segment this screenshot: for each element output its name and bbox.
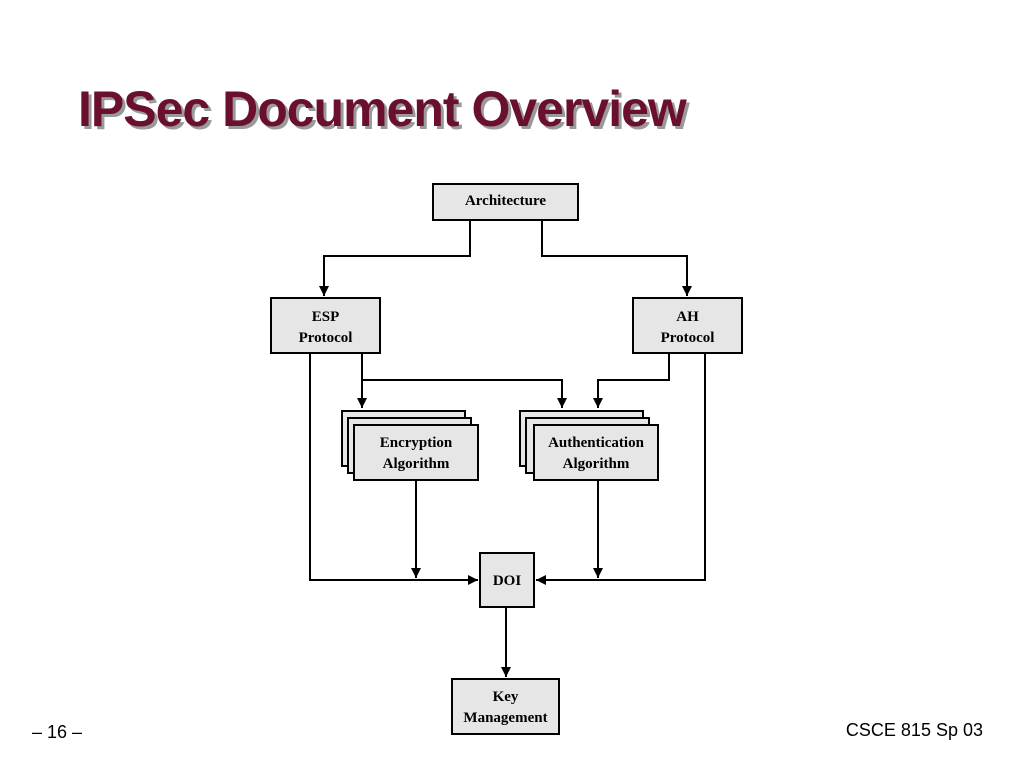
connector-ah-to-doi bbox=[536, 353, 706, 585]
connector-ah-to-authentication bbox=[593, 353, 670, 408]
key-management-label-line2: Management bbox=[463, 710, 547, 726]
esp-protocol-box: ESP Protocol bbox=[270, 297, 381, 354]
connector-esp-to-authentication bbox=[362, 379, 567, 408]
connector-architecture-to-esp bbox=[319, 220, 471, 296]
slide-title: IPSec Document Overview bbox=[78, 81, 687, 137]
authentication-algorithm-box: Authentication Algorithm bbox=[519, 410, 659, 481]
course-label: CSCE 815 Sp 03 bbox=[845, 720, 983, 740]
architecture-box: Architecture bbox=[432, 183, 579, 221]
page-number: – 16 – bbox=[32, 722, 83, 742]
esp-protocol-label-line2: Protocol bbox=[299, 330, 353, 346]
key-management-box: Key Management bbox=[451, 678, 560, 735]
encryption-algorithm-label-line2: Algorithm bbox=[383, 456, 450, 472]
connector-architecture-to-ah bbox=[541, 220, 692, 296]
encryption-algorithm-label-line1: Encryption bbox=[380, 435, 453, 451]
authentication-algorithm-label-line2: Algorithm bbox=[563, 456, 630, 472]
ah-protocol-label-line2: Protocol bbox=[661, 330, 715, 346]
doi-box: DOI bbox=[479, 552, 535, 608]
key-management-label-line1: Key bbox=[493, 689, 519, 705]
esp-protocol-label-line1: ESP bbox=[312, 309, 340, 325]
ah-protocol-label-line1: AH bbox=[676, 309, 699, 325]
encryption-algorithm-box: Encryption Algorithm bbox=[341, 410, 479, 481]
connectors bbox=[309, 220, 706, 677]
ah-protocol-box: AH Protocol bbox=[632, 297, 743, 354]
connector-esp-to-doi bbox=[309, 353, 478, 585]
doi-label: DOI bbox=[493, 573, 522, 589]
authentication-algorithm-label-line1: Authentication bbox=[548, 435, 644, 451]
architecture-label: Architecture bbox=[465, 193, 546, 209]
